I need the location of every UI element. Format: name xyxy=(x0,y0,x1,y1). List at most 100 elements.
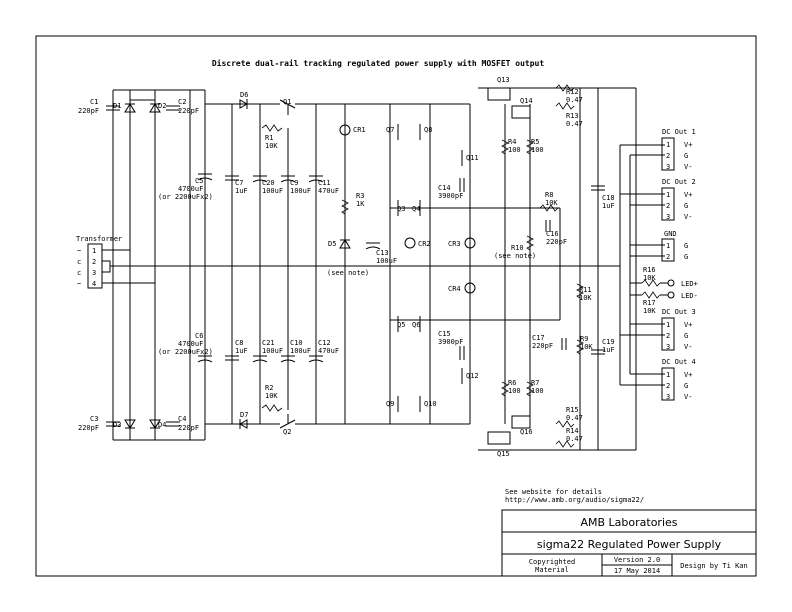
title-block: AMB Laboratories sigma22 Regulated Power… xyxy=(501,509,757,577)
svg-text:R2: R2 xyxy=(265,384,273,392)
svg-text:2: 2 xyxy=(666,152,670,160)
transformer-label: Transformer xyxy=(76,235,122,243)
svg-text:R5: R5 xyxy=(531,138,539,146)
svg-text:(see note): (see note) xyxy=(494,252,536,260)
svg-text:Q12: Q12 xyxy=(466,372,479,380)
svg-text:100: 100 xyxy=(508,387,521,395)
svg-text:10K: 10K xyxy=(265,392,278,400)
svg-text:R4: R4 xyxy=(508,138,516,146)
svg-text:Q4: Q4 xyxy=(412,205,420,213)
svg-text:Q6: Q6 xyxy=(412,321,420,329)
capacitor-C6: C6 4700uF (or 2200uFx2) xyxy=(158,332,213,363)
svg-text:V-: V- xyxy=(684,163,692,171)
svg-text:C20: C20 xyxy=(262,179,275,187)
current-source-CR4: CR4 xyxy=(448,282,476,294)
svg-text:220pF: 220pF xyxy=(178,424,199,432)
svg-text:470uF: 470uF xyxy=(318,187,339,195)
svg-text:R15: R15 xyxy=(566,406,579,414)
svg-text:3: 3 xyxy=(666,163,670,171)
diode-D2: D2 xyxy=(149,102,166,113)
svg-text:G: G xyxy=(684,332,688,340)
svg-text:4700uF: 4700uF xyxy=(178,340,203,348)
svg-text:C19: C19 xyxy=(602,338,615,346)
svg-text:R6: R6 xyxy=(508,379,516,387)
transistor-Q10: Q10 xyxy=(419,396,437,412)
svg-text:C21: C21 xyxy=(262,339,275,347)
transistor-Q6: Q6 xyxy=(412,316,421,332)
svg-text:DC Out 2: DC Out 2 xyxy=(662,178,696,186)
resistor-R10: R10(see note) xyxy=(494,235,536,260)
diode-D3: D3 xyxy=(113,419,136,429)
svg-text:Q14: Q14 xyxy=(520,97,533,105)
svg-text:2: 2 xyxy=(666,332,670,340)
svg-text:R9: R9 xyxy=(580,335,588,343)
svg-text:1uF: 1uF xyxy=(602,346,615,354)
svg-text:3900pF: 3900pF xyxy=(438,192,463,200)
svg-text:1: 1 xyxy=(666,371,670,379)
svg-text:3: 3 xyxy=(666,213,670,221)
svg-text:C9: C9 xyxy=(290,179,298,187)
svg-text:(or 2200uFx2): (or 2200uFx2) xyxy=(158,193,213,201)
copyright-line-1: Copyrighted xyxy=(529,558,575,566)
svg-text:1: 1 xyxy=(92,247,96,255)
svg-text:220pF: 220pF xyxy=(78,424,99,432)
version-text: Version 2.0 xyxy=(614,556,660,564)
svg-text:Q10: Q10 xyxy=(424,400,437,408)
svg-text:CR3: CR3 xyxy=(448,240,461,248)
wires xyxy=(102,87,665,451)
svg-text:(or 2200uFx2): (or 2200uFx2) xyxy=(158,348,213,356)
svg-text:C5: C5 xyxy=(195,177,203,185)
svg-text:100: 100 xyxy=(531,387,544,395)
svg-text:R7: R7 xyxy=(531,379,539,387)
svg-text:R3: R3 xyxy=(356,192,364,200)
svg-text:See website for details: See website for details xyxy=(505,488,602,496)
transistor-Q1: Q1 xyxy=(279,98,296,115)
transistor-Q4: Q4 xyxy=(412,200,421,216)
error-amplifier: Q7 Q8 Q3 Q4 Q5 Q6 Q9 Q10 Q11 Q12 C143900… xyxy=(386,124,479,412)
svg-text:3900pF: 3900pF xyxy=(438,338,463,346)
svg-text:V+: V+ xyxy=(684,141,692,149)
svg-text:1: 1 xyxy=(666,242,670,250)
svg-text:Q5: Q5 xyxy=(397,321,405,329)
svg-text:220pF: 220pF xyxy=(546,238,567,246)
svg-text:V+: V+ xyxy=(684,371,692,379)
svg-text:G: G xyxy=(684,382,688,390)
svg-text:1K: 1K xyxy=(356,200,365,208)
transistor-Q5: Q5 xyxy=(397,316,405,332)
svg-text:R14: R14 xyxy=(566,427,579,435)
svg-text:C1: C1 xyxy=(90,98,98,106)
svg-text:10K: 10K xyxy=(643,274,656,282)
svg-text:C17: C17 xyxy=(532,334,545,342)
transistor-Q9: Q9 xyxy=(386,396,399,412)
svg-text:c: c xyxy=(77,269,81,277)
svg-text:C12: C12 xyxy=(318,339,331,347)
svg-text:100: 100 xyxy=(508,146,521,154)
transistor-Q11: Q11 xyxy=(461,150,479,166)
svg-text:V-: V- xyxy=(684,393,692,401)
svg-text:1uF: 1uF xyxy=(602,202,615,210)
svg-text:100uF: 100uF xyxy=(262,347,283,355)
mosfet-Q14: Q14 xyxy=(511,97,533,119)
website-note: See website for details http://www.amb.o… xyxy=(505,488,644,504)
svg-text:2: 2 xyxy=(92,258,96,266)
svg-text:R16: R16 xyxy=(643,266,656,274)
